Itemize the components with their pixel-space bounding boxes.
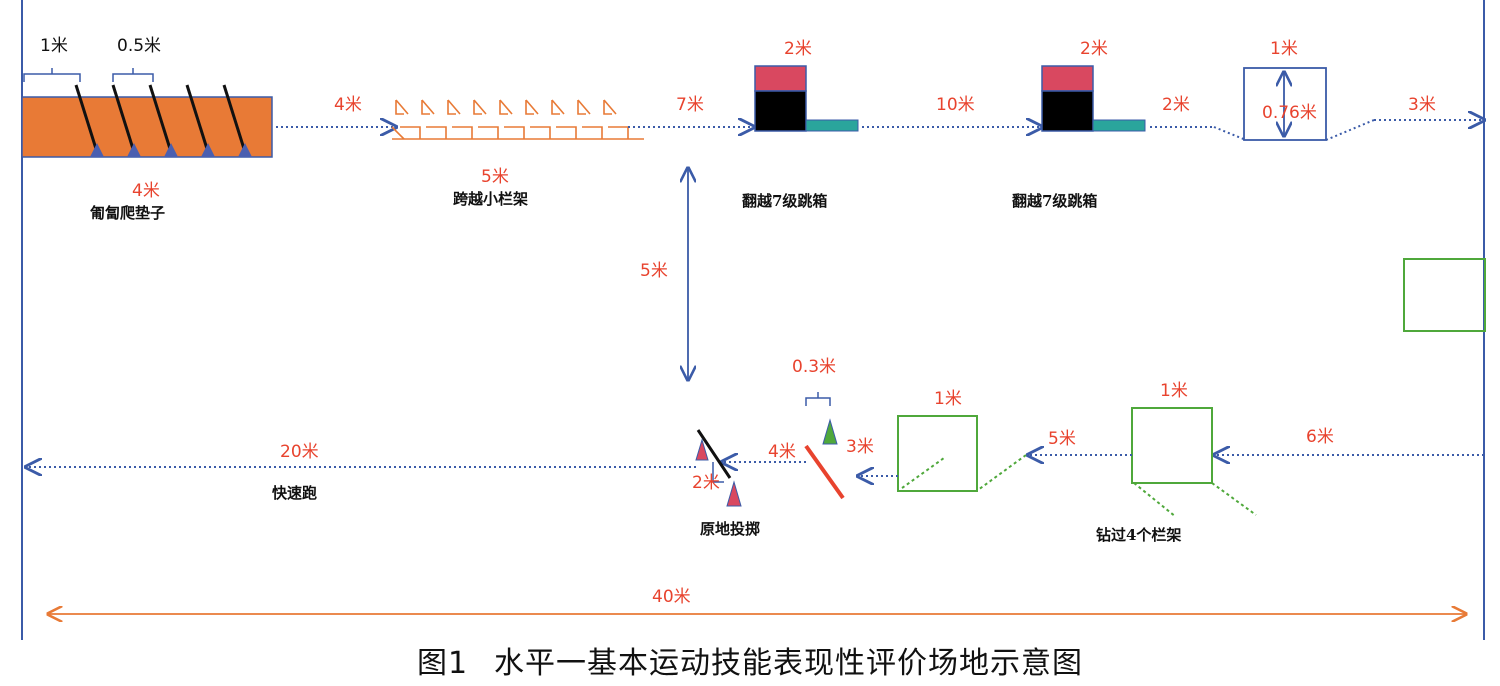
square-height-label: 0.76米 (1262, 103, 1317, 123)
frame-leg-1b (1211, 482, 1257, 516)
frame1-side-label: 1米 (1160, 381, 1188, 401)
box2-width-label: 2米 (1080, 39, 1108, 59)
throwing-spot (695, 429, 742, 507)
crawl-length-label: 4米 (132, 181, 160, 201)
path-diagonal-in (1213, 126, 1247, 141)
distance-2m-label: 2米 (1162, 95, 1190, 115)
vaulting-box-2 (1041, 65, 1146, 132)
throw-line (804, 444, 845, 500)
distance-4m-label: 4米 (334, 95, 362, 115)
throw-gap-bracket (805, 392, 831, 406)
sprint-station-name: 快速跑 (272, 484, 317, 502)
distance-3m-bottom-label: 3米 (846, 437, 874, 457)
crawl-marker-bracket (23, 68, 154, 82)
figure-number: 图1 (416, 646, 469, 681)
crawl-mat (21, 84, 273, 158)
path-diagonal-frames (977, 454, 1027, 491)
frame2-side-label: 1米 (934, 389, 962, 409)
figure-caption: 图1 水平一基本运动技能表现性评价场地示意图 (0, 638, 1500, 682)
frames-station-name: 钻过4个栏架 (1096, 526, 1181, 544)
distance-7m-label: 7米 (676, 95, 704, 115)
distance-3m-label: 3米 (1408, 95, 1436, 115)
square-side-label: 1米 (1270, 39, 1298, 59)
path-diagonal-out (1325, 119, 1375, 141)
turn-marker-square (1403, 258, 1486, 332)
crawl-marker-gap-label: 1米 (40, 36, 68, 56)
sprint-length-label: 20米 (280, 442, 319, 462)
course-diagram: 1米 0.5米 4米 匍匐爬垫子 4米 5米 跨越小栏架 7米 2米 翻越7级跳… (21, 0, 1486, 640)
box1-width-label: 2米 (784, 39, 812, 59)
frame-diagonal-2 (901, 457, 945, 489)
frame-square-1 (1131, 407, 1213, 484)
distance-6m-label: 6米 (1306, 427, 1334, 447)
frame-square-2 (897, 415, 978, 492)
small-hurdles (391, 99, 644, 140)
crawl-station-name: 匍匐爬垫子 (90, 204, 165, 222)
throw-depth-label: 2米 (692, 473, 720, 493)
vaulting-box-1 (754, 65, 859, 132)
crawl-slat-gap-label: 0.5米 (117, 36, 161, 56)
distance-4m-bottom-label: 4米 (768, 442, 796, 462)
distance-5m-label: 5米 (1048, 429, 1076, 449)
vertical-distance-label: 5米 (640, 261, 668, 281)
box1-station-name: 翻越7级跳箱 (742, 192, 827, 210)
throw-station-name: 原地投掷 (700, 520, 760, 538)
hurdles-station-name: 跨越小栏架 (453, 190, 528, 208)
distance-10m-label: 10米 (936, 95, 975, 115)
total-distance-label: 40米 (652, 587, 691, 607)
figure-title: 水平一基本运动技能表现性评价场地示意图 (494, 646, 1084, 681)
hurdles-length-label: 5米 (481, 167, 509, 187)
box2-station-name: 翻越7级跳箱 (1012, 192, 1097, 210)
throw-gap-label: 0.3米 (792, 357, 836, 377)
throw-cone-green (822, 418, 838, 445)
frame-leg-1a (1133, 482, 1177, 518)
measure-square (1243, 67, 1327, 141)
